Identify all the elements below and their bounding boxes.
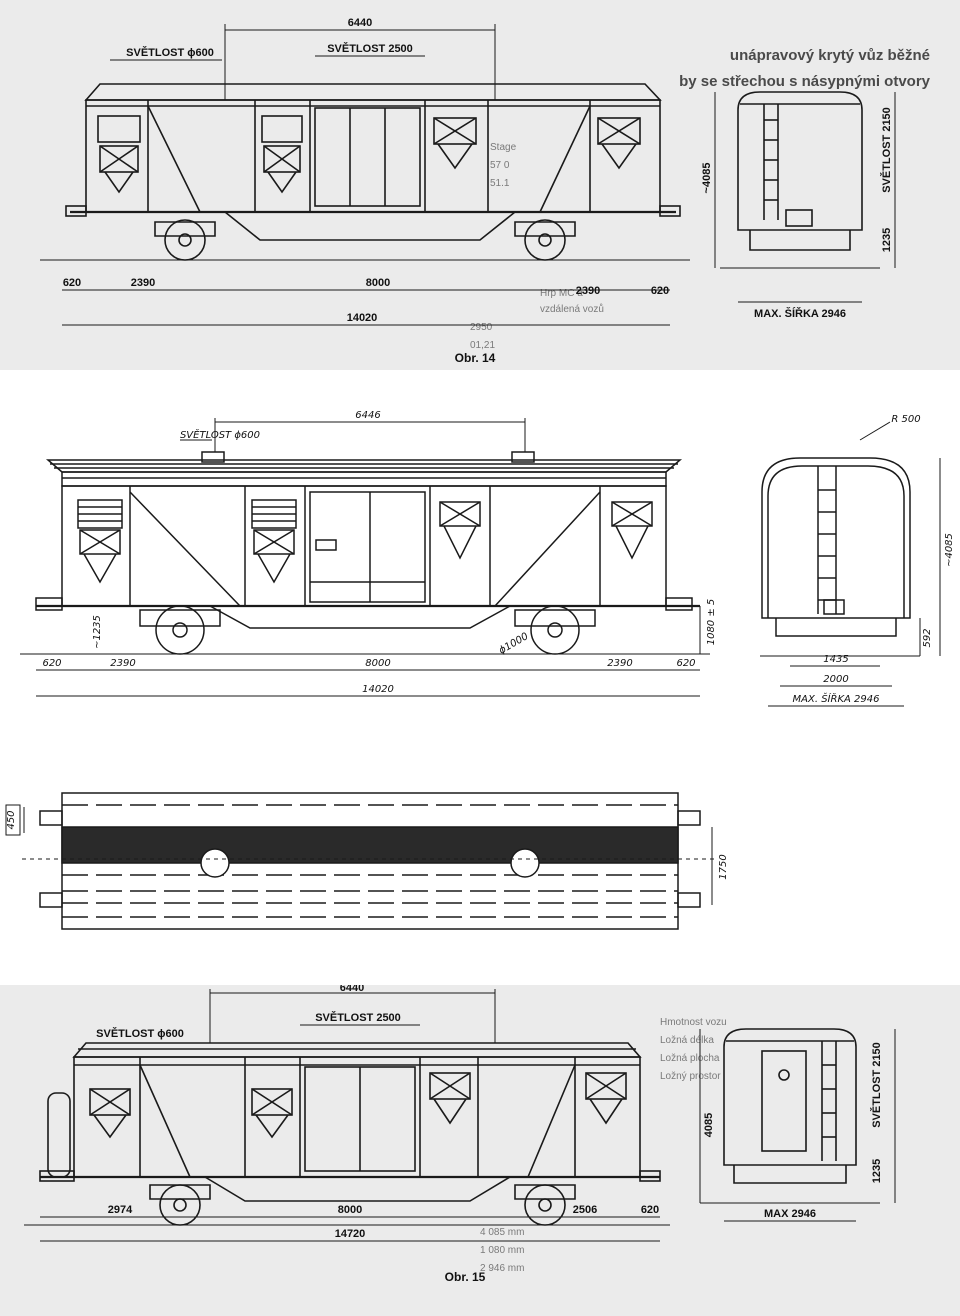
dim-14020: 14020 (347, 312, 378, 324)
end-view (700, 1028, 880, 1204)
dim-2390-right: 2390 (607, 658, 632, 669)
bg-heading-2: by se střechou s násypnými otvory (679, 73, 931, 90)
dim-14720: 14720 (335, 1228, 366, 1240)
bg-text: 1 080 mm (480, 1245, 524, 1256)
bg-text: 4 085 mm (480, 1227, 524, 1238)
label-light-2500: SVĚTLOST 2500 (315, 1011, 401, 1024)
dim-6440: 6440 (348, 17, 372, 29)
dim-1235: 1235 (881, 228, 893, 252)
dim-light-2150: SVĚTLOST 2150 (880, 107, 893, 193)
dim-2974: 2974 (108, 1204, 133, 1216)
panel-plan-view: 450 1750 (0, 775, 960, 955)
label-light-600: SVĚTLOST ϕ600 (96, 1027, 184, 1040)
dim-620-left: 620 (42, 658, 61, 669)
dim-14020: 14020 (362, 684, 394, 695)
dimension-lines (23, 807, 713, 905)
drawing-obr-14: unápravový krytý vůz běžné by se střecho… (40, 17, 931, 365)
dim-2390-left: 2390 (131, 277, 155, 289)
end-view (720, 91, 880, 269)
dim-592: 592 (922, 628, 933, 647)
bg-text: Hrp MC a (540, 288, 583, 299)
dim-r500: R 500 (891, 414, 920, 425)
bg-heading-1: unápravový krytý vůz běžné (730, 47, 930, 64)
bg-text: Stage (490, 142, 517, 153)
dim-8000: 8000 (338, 1204, 362, 1216)
bg-text: 01,21 (470, 340, 495, 351)
dim-2506: 2506 (573, 1204, 597, 1216)
drawing-side-end: SVĚTLOST ϕ600 6446 R 500 ~4085 ~1235 108… (20, 410, 955, 707)
dim-1750: 1750 (718, 854, 729, 879)
bg-text: Ložná délka (660, 1035, 714, 1046)
dim-height-4085: 4085 (703, 1113, 715, 1137)
dim-box (5, 804, 21, 836)
dim-max-width: MAX. ŠÍŘKA 2946 (793, 692, 880, 705)
bg-text: 2950 (470, 322, 493, 333)
dim-max-width: MAX. ŠÍŘKA 2946 (754, 307, 846, 320)
dim-height-4085: ~4085 (701, 163, 713, 194)
side-view (20, 451, 710, 655)
bg-text: 57 0 (490, 160, 510, 171)
side-view (40, 83, 690, 261)
end-view (760, 457, 920, 657)
dim-wheel-1000: ϕ1000 (497, 631, 530, 657)
dim-max-width: MAX 2946 (764, 1208, 816, 1220)
dim-light-2150: SVĚTLOST 2150 (870, 1042, 883, 1128)
bg-text: Ložná plocha (660, 1053, 720, 1064)
label-light-2500: SVĚTLOST 2500 (327, 42, 413, 55)
dim-1235: ~1235 (92, 615, 103, 649)
dim-620: 620 (641, 1204, 659, 1216)
caption-obr-14: Obr. 14 (455, 351, 496, 365)
dim-6446: 6446 (355, 410, 380, 421)
dimension-lines (40, 989, 896, 1242)
panel-obr-14: unápravový krytý vůz běžné by se střecho… (0, 0, 960, 370)
dimension-lines (62, 24, 896, 326)
dim-2390-right: 2390 (576, 285, 600, 297)
dim-1235: 1235 (871, 1159, 883, 1183)
dim-620-right: 620 (651, 285, 669, 297)
bg-text: Ložný prostor (660, 1071, 721, 1082)
dim-1080: 1080 ± 5 (706, 599, 717, 646)
dim-8000: 8000 (365, 658, 390, 669)
bg-text: 2 946 mm (480, 1263, 524, 1274)
panel-side-end-view: SVĚTLOST ϕ600 6446 R 500 ~4085 ~1235 108… (0, 400, 960, 720)
dim-620-right: 620 (676, 658, 695, 669)
drawing-plan: 450 1750 (5, 792, 729, 930)
dim-2000: 2000 (823, 674, 848, 685)
label-light-600: SVĚTLOST ϕ600 (126, 46, 214, 59)
bg-text: 51.1 (490, 178, 510, 189)
dim-2390-left: 2390 (110, 658, 135, 669)
plan-view (22, 792, 718, 930)
dim-1435: 1435 (823, 654, 848, 665)
dim-8000: 8000 (366, 277, 390, 289)
label-light-600: SVĚTLOST ϕ600 (180, 428, 260, 441)
bg-text: vzdálená vozů (540, 303, 604, 315)
dim-height-4085: ~4085 (944, 533, 955, 567)
side-view (24, 1042, 670, 1226)
dim-6440: 6440 (340, 985, 364, 994)
panel-obr-15: Hmotnost vozu Ložná délka Ložná plocha L… (0, 985, 960, 1316)
drawing-obr-15: Hmotnost vozu Ložná délka Ložná plocha L… (24, 985, 896, 1284)
dimension-lines (36, 418, 941, 707)
bg-text: Hmotnost vozu (660, 1017, 727, 1028)
caption-obr-15: Obr. 15 (445, 1270, 486, 1284)
dim-450: 450 (6, 810, 17, 829)
dim-620-left: 620 (63, 277, 81, 289)
